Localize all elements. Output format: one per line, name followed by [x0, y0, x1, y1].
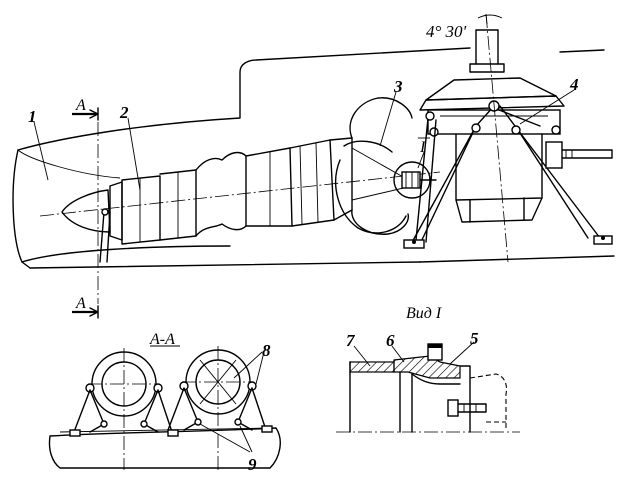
section-mark-a-bottom: A	[72, 295, 99, 319]
detail-i-circle	[393, 161, 437, 199]
callout-4: 4	[569, 75, 579, 94]
intake-support-strut	[99, 208, 111, 263]
callout-7: 7	[346, 331, 356, 350]
detail-coupling	[336, 343, 520, 433]
detail-callout-leaders	[353, 341, 475, 367]
callout-8: 8	[262, 341, 271, 360]
engine-axis-centerline	[39, 171, 441, 217]
section-callout-leaders	[199, 351, 265, 453]
main-side-view: 4° 30' A A 1 2 3 4 I	[12, 13, 615, 319]
section-a-a-view: A-A	[48, 331, 281, 474]
callout-1: 1	[28, 107, 37, 126]
section-engine-right	[167, 346, 273, 470]
engine-body	[109, 137, 353, 245]
exhaust-collector	[334, 97, 413, 235]
section-engine-left	[69, 348, 179, 470]
section-mark-a-bottom-label: A	[75, 295, 86, 312]
angle-label: 4° 30'	[426, 22, 467, 41]
section-base	[48, 427, 281, 469]
callout-9: 9	[248, 455, 257, 474]
detail-i-view: Вид I	[336, 305, 520, 433]
callout-leaders	[33, 89, 575, 191]
section-a-a-title: A-A	[149, 331, 175, 348]
detail-i-mark: I	[419, 139, 426, 156]
callout-5: 5	[470, 329, 479, 348]
section-mark-a-top-label: A	[75, 97, 86, 114]
callout-3: 3	[393, 77, 403, 96]
intake-nose-cone	[61, 189, 111, 233]
callout-6: 6	[386, 331, 395, 350]
section-mark-a-top: A	[72, 97, 99, 121]
detail-i-title: Вид I	[406, 305, 442, 322]
fuselage-outline	[12, 47, 615, 269]
callout-2: 2	[119, 103, 129, 122]
tilt-angle-annotation: 4° 30'	[426, 13, 503, 41]
thrust-stand-frame	[403, 13, 613, 263]
